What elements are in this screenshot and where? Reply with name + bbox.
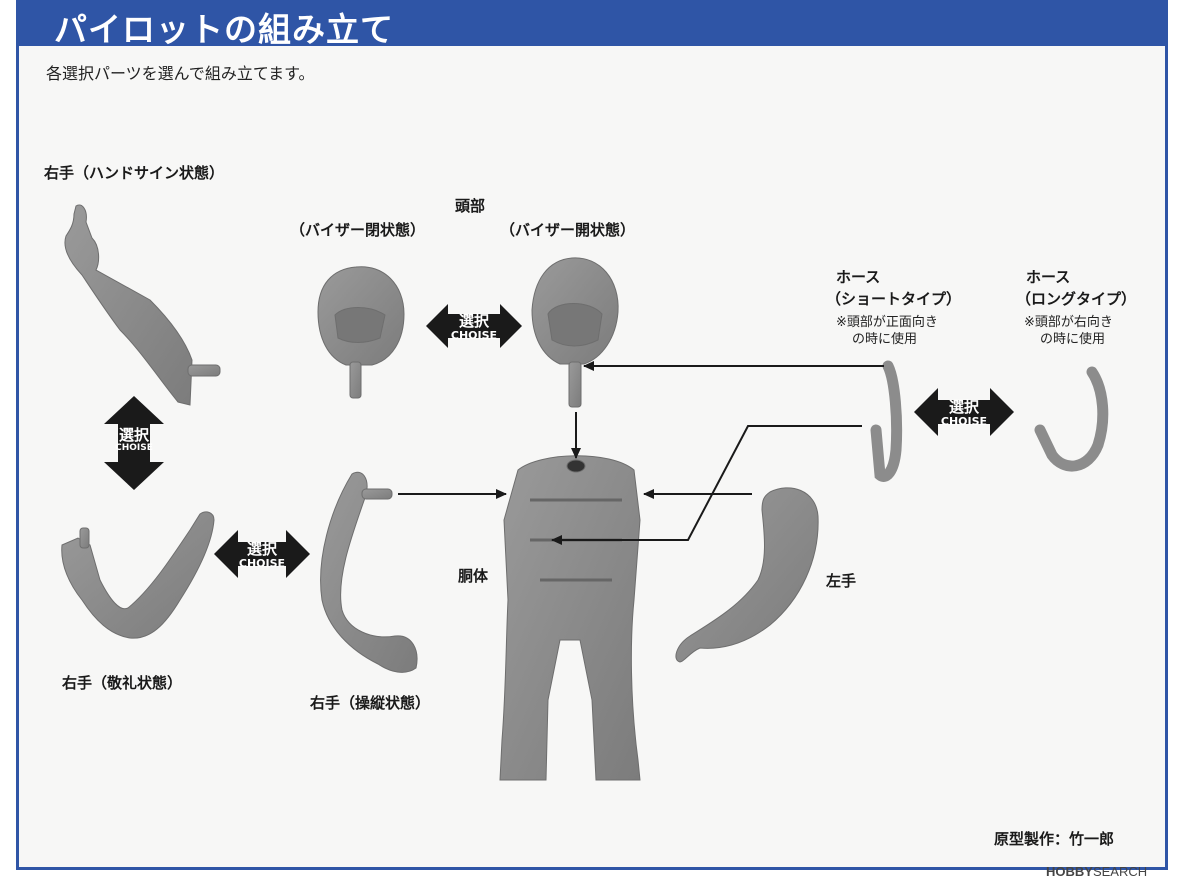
intro-text: 各選択パーツを選んで組み立てます。 [46, 64, 315, 83]
choice-badge-kanji: 選択 [458, 312, 489, 330]
label-hose-long-title: ホース [1026, 268, 1071, 286]
left-hand-part [675, 487, 819, 663]
watermark-brand: HOBBY [1046, 864, 1093, 879]
label-right-hand-salute: 右手（敬礼状態） [62, 674, 183, 692]
choice-badge-kanji: 選択 [948, 398, 979, 416]
note-hose-short-1: ※頭部が正面向き [836, 315, 938, 330]
label-visor-closed: （バイザー閉状態） [290, 221, 426, 239]
hose-short-part [870, 360, 903, 482]
label-hose-long-type: （ロングタイプ） [1016, 290, 1137, 308]
choice-badge-kanji: 選択 [118, 426, 149, 444]
note-hose-short-2: の時に使用 [852, 332, 918, 347]
choice-badge-head: 選択 CHOISE [446, 312, 502, 342]
assembly-arrows [398, 361, 884, 545]
label-visor-open: （バイザー開状態） [500, 221, 636, 239]
note-hose-long-2: の時に使用 [1040, 332, 1106, 347]
label-hose-short-type: （ショートタイプ） [826, 290, 962, 308]
arrow-hose-to-torso [551, 425, 862, 545]
choice-arrow-head [426, 304, 522, 348]
label-head: 頭部 [454, 197, 486, 215]
label-right-hand-sign: 右手（ハンドサイン状態） [44, 164, 225, 182]
choice-badge-hand: 選択 CHOISE [234, 540, 290, 570]
choice-badge-latin: CHOISE [450, 329, 498, 342]
header-bar: パイロットの組み立て [16, 0, 1168, 49]
note-hose-long-1: ※頭部が右向き [1024, 315, 1113, 330]
choice-arrow-vertical [104, 396, 164, 490]
right-hand-control-part [320, 471, 418, 673]
head-visor-open-part [531, 257, 619, 408]
choice-arrow-hand [214, 530, 310, 578]
choice-arrow-hose [914, 388, 1014, 436]
choice-badge-latin: CHOISE [238, 557, 286, 570]
torso-part [499, 455, 641, 781]
choice-badge-latin: CHOISE [940, 415, 988, 428]
choice-badge-shapes [104, 304, 1014, 578]
watermark-suffix: SEARCH [1092, 864, 1148, 879]
right-hand-salute-part [61, 511, 215, 639]
credit-text: 原型製作：竹一郎 [994, 830, 1115, 848]
choice-badge-latin: CHOISE [115, 443, 153, 453]
right-hand-sign-part [64, 204, 221, 406]
hose-long-part [1034, 366, 1109, 472]
choice-badge-kanji: 選択 [246, 540, 277, 558]
choice-badge-vertical: 選択 CHOISE [112, 428, 156, 453]
choice-badge-hose: 選択 CHOISE [936, 398, 992, 428]
label-torso: 胴体 [458, 567, 489, 585]
watermark: HOBBYSEARCH [1046, 864, 1147, 879]
label-hose-short-title: ホース [836, 268, 881, 286]
head-visor-closed-part [317, 266, 405, 399]
page-title: パイロットの組み立て [54, 10, 394, 49]
label-left-hand: 左手 [826, 572, 857, 590]
content-frame [16, 0, 1168, 870]
label-right-hand-control: 右手（操縦状態） [310, 694, 431, 712]
